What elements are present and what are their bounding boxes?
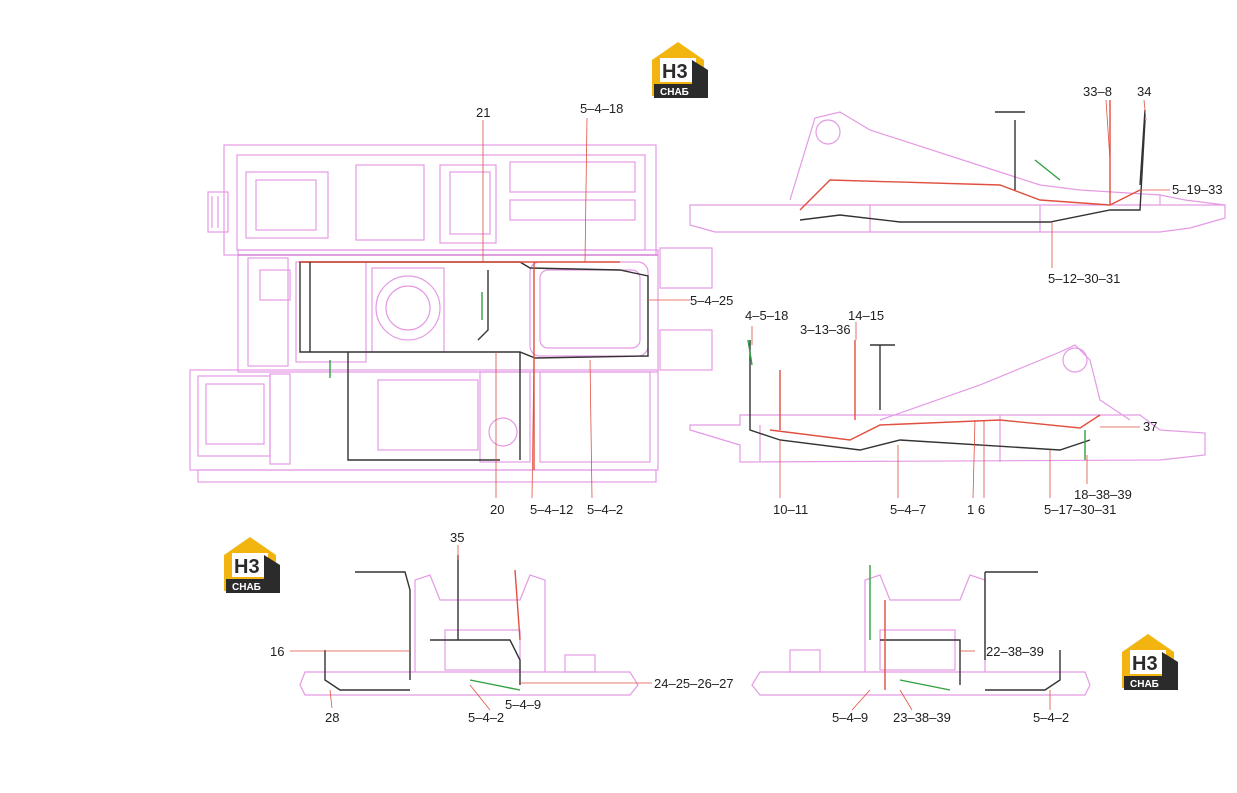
side-right-drawing xyxy=(689,111,1226,233)
callout-24-25-26-27: 24–25–26–27 xyxy=(654,676,734,691)
logo-watermark-left: H3 СНАБ xyxy=(224,537,280,593)
callout-5-4-9-left: 5–4–9 xyxy=(505,697,541,712)
callout-1-6: 1 6 xyxy=(967,502,985,517)
callout-18-38-39: 18–38–39 xyxy=(1074,487,1132,502)
side-left-harness xyxy=(747,339,1101,460)
callout-5-12-30-31: 5–12–30–31 xyxy=(1048,271,1120,286)
callouts-top-view: 21 5–4–18 5–4–25 20 5–4–12 5–4–2 xyxy=(476,101,733,517)
svg-text:H3: H3 xyxy=(1132,653,1158,675)
callout-23-38-39: 23–38–39 xyxy=(893,710,951,725)
callout-5-4-12: 5–4–12 xyxy=(530,502,573,517)
callout-4-5-18: 4–5–18 xyxy=(745,308,788,323)
top-view-drawing xyxy=(189,144,713,483)
callout-10-11: 10–11 xyxy=(773,502,808,517)
front-left-harness xyxy=(324,555,521,691)
callout-5-4-25: 5–4–25 xyxy=(690,293,733,308)
callouts-side-left: 4–5–18 14–15 3–13–36 37 10–11 5–4–7 1 6 … xyxy=(745,308,1157,517)
callout-28: 28 xyxy=(325,710,339,725)
callout-16: 16 xyxy=(270,644,284,659)
top-view-harness xyxy=(299,261,649,470)
svg-text:СНАБ: СНАБ xyxy=(232,582,261,593)
callout-5-4-2: 5–4–2 xyxy=(587,502,623,517)
svg-text:H3: H3 xyxy=(662,61,688,83)
front-left-drawing xyxy=(299,574,639,696)
side-right-harness xyxy=(799,100,1146,223)
callout-22-38-39: 22–38–39 xyxy=(986,644,1044,659)
callout-33-8: 33–8 xyxy=(1083,84,1112,99)
callout-14-15: 14–15 xyxy=(848,308,884,323)
logo-watermark-top: H3 СНАБ xyxy=(652,42,708,98)
callouts-side-right: 33–8 34 5–19–33 5–12–30–31 xyxy=(1048,84,1223,286)
logo-watermark-right: H3 СНАБ xyxy=(1122,634,1178,690)
callout-5-19-33: 5–19–33 xyxy=(1172,182,1223,197)
callout-5-4-2-right: 5–4–2 xyxy=(1033,710,1069,725)
svg-text:H3: H3 xyxy=(234,556,260,578)
callout-37: 37 xyxy=(1143,419,1157,434)
callout-21: 21 xyxy=(476,105,490,120)
callout-5-17-30-31: 5–17–30–31 xyxy=(1044,502,1116,517)
front-right-drawing xyxy=(751,574,1091,696)
svg-text:СНАБ: СНАБ xyxy=(1130,679,1159,690)
callout-3-13-36: 3–13–36 xyxy=(800,322,851,337)
callouts-front-right: 22–38–39 5–4–9 23–38–39 5–4–2 xyxy=(832,644,1069,725)
callout-5-4-9-right: 5–4–9 xyxy=(832,710,868,725)
callout-5-4-2-left: 5–4–2 xyxy=(468,710,504,725)
callout-5-4-7: 5–4–7 xyxy=(890,502,926,517)
callouts-front-left: 35 16 24–25–26–27 28 5–4–9 5–4–2 xyxy=(270,530,734,725)
callout-34: 34 xyxy=(1137,84,1151,99)
callout-5-4-18: 5–4–18 xyxy=(580,101,623,116)
svg-text:СНАБ: СНАБ xyxy=(660,87,689,98)
callout-20: 20 xyxy=(490,502,504,517)
callout-35: 35 xyxy=(450,530,464,545)
front-right-harness xyxy=(869,565,1061,691)
leader-lines xyxy=(290,99,1170,711)
side-left-drawing xyxy=(689,344,1206,463)
